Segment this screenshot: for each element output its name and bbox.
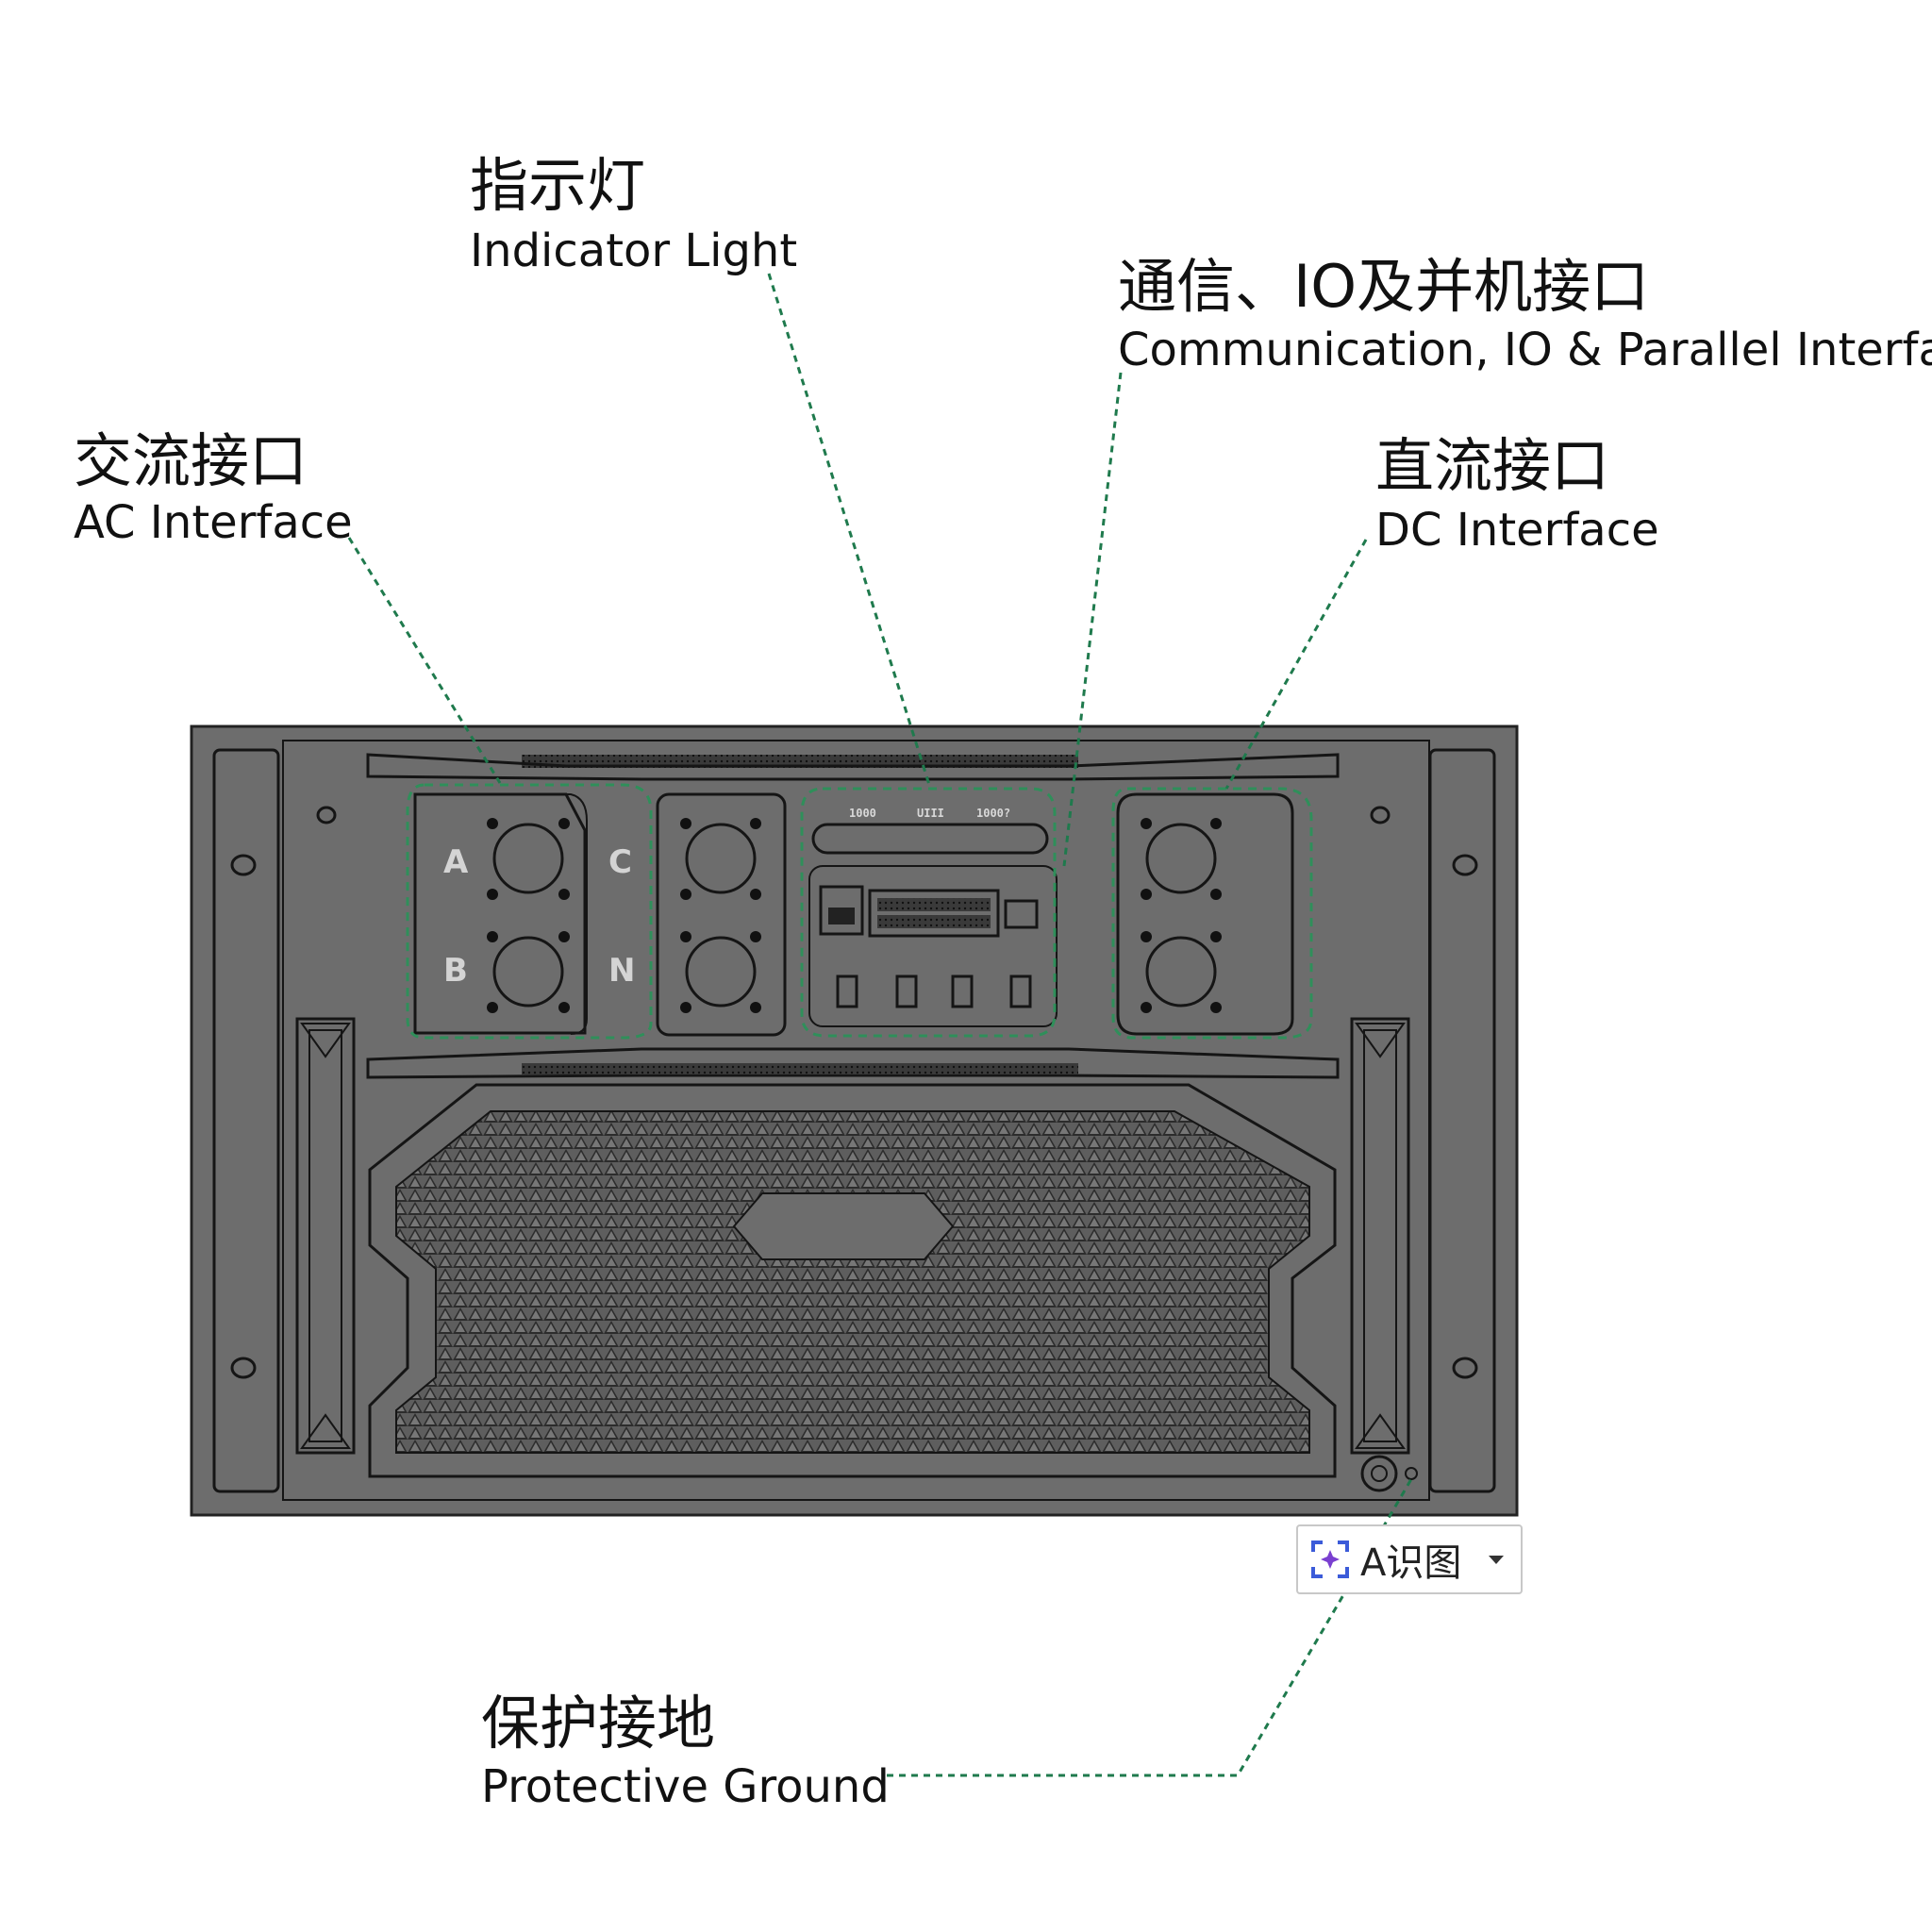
cn-connector-top	[680, 818, 761, 900]
dc-zone-highlight	[1111, 787, 1313, 1040]
callout-comm-interface: 通信、IO及并机接口 Communication, IO & Parallel …	[1118, 252, 1932, 376]
dc-connector-top	[1141, 818, 1222, 900]
ac-connector-top	[487, 818, 570, 900]
ac-connector-bottom	[487, 931, 570, 1013]
handle-left	[295, 1017, 356, 1455]
indicator-text-3: 1000?	[976, 807, 1010, 820]
port-label-b: B	[443, 952, 468, 990]
scan-icon	[1309, 1539, 1351, 1580]
ai-recognize-button[interactable]: A识图	[1296, 1524, 1523, 1594]
callout-protective-ground: 保护接地 Protective Ground	[481, 1689, 890, 1813]
leader-comm	[1062, 372, 1123, 867]
ac-interface-cn: 交流接口	[74, 426, 308, 495]
chevron-down-icon[interactable]	[1489, 1555, 1504, 1564]
mount-hole	[230, 854, 257, 876]
parallel-port	[1004, 899, 1039, 929]
mount-hole	[1452, 854, 1478, 876]
indicator-comm-zone-highlight	[800, 787, 1057, 1038]
port-label-c: C	[608, 843, 632, 881]
leader-dc	[1224, 539, 1368, 790]
protective-ground-en: Protective Ground	[481, 1760, 890, 1813]
comm-io-block	[808, 865, 1058, 1027]
ai-recognize-label: A识图	[1360, 1541, 1462, 1585]
comm-interface-cn: 通信、IO及并机接口	[1118, 252, 1649, 321]
callout-ac-interface: 交流接口 AC Interface	[74, 426, 353, 549]
ac-interface-en: AC Interface	[74, 496, 353, 549]
dc-interface-cn: 直流接口	[1375, 431, 1609, 500]
rj45-port	[819, 885, 864, 936]
dip-switch	[951, 974, 974, 1008]
callout-dc-interface: 直流接口 DC Interface	[1375, 431, 1659, 557]
indicator-light-en: Indicator Light	[470, 225, 797, 277]
dip-switch	[836, 974, 858, 1008]
indicator-light-cn: 指示灯	[470, 151, 645, 220]
protective-ground-cn: 保护接地	[481, 1689, 715, 1757]
indicator-text-2: UIII	[917, 807, 944, 820]
mount-hole	[230, 1357, 257, 1379]
leader-indicator	[767, 273, 931, 786]
dip-switch	[1009, 974, 1032, 1008]
mount-hole	[1452, 1357, 1478, 1379]
dc-port-block	[1116, 792, 1294, 1036]
cn-connector-bottom	[680, 931, 761, 1013]
dc-interface-en: DC Interface	[1375, 504, 1659, 557]
port-label-a: A	[443, 843, 469, 881]
comm-interface-en: Communication, IO & Parallel Interface	[1118, 324, 1932, 376]
handle-right	[1350, 1017, 1410, 1455]
io-terminal-block	[868, 889, 1000, 938]
device-front-panel: A B C N 1000 UIII 1000?	[190, 724, 1519, 1517]
indicator-lights: 1000 UIII 1000?	[811, 807, 1049, 855]
port-label-n: N	[608, 952, 635, 990]
rack-ear-left	[212, 748, 280, 1493]
ac-port-block-cn	[656, 792, 787, 1037]
callout-indicator-light: 指示灯 Indicator Light	[470, 151, 797, 277]
grille-badge-plate	[732, 1192, 955, 1260]
ground-terminal	[1360, 1455, 1418, 1492]
dc-connector-bottom	[1141, 931, 1222, 1013]
dip-switch	[895, 974, 918, 1008]
indicator-text-1: 1000	[849, 807, 876, 820]
indicator-light-bar	[811, 823, 1049, 855]
ventilation-grille	[368, 1083, 1337, 1478]
ac-zone-highlight	[406, 783, 653, 1040]
